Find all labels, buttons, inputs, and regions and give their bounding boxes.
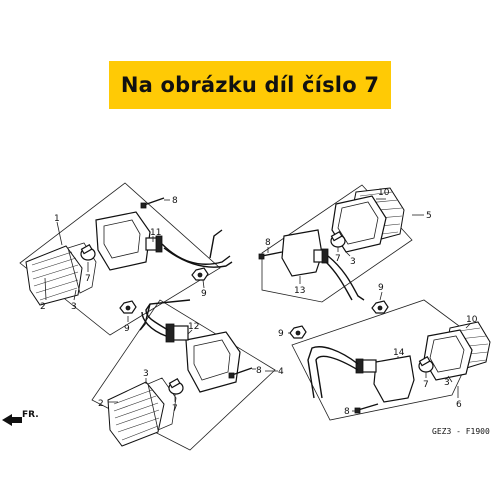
part-label-3: 3 (444, 378, 450, 388)
housing-14 (307, 346, 415, 403)
gasket-3-top-left (67, 242, 97, 294)
part-label-8: 8 (172, 196, 178, 206)
part-label-9: 9 (124, 324, 130, 334)
nut-9-top-right (371, 300, 389, 314)
bulb-7-top-right (330, 230, 346, 248)
part-label-3: 3 (71, 302, 77, 312)
part-label-8: 8 (256, 366, 262, 376)
part-label-7: 7 (335, 254, 341, 264)
assembly-outline-5 (261, 184, 413, 303)
lens-2-top-left (25, 245, 83, 306)
screw-8-bottom-right (354, 403, 379, 414)
banner-text: Na obrázku díl číslo 7 (120, 73, 380, 97)
gasket-3-bottom-left (147, 377, 177, 431)
part-label-10: 10 (466, 315, 478, 325)
assembly-bottom-left (91, 299, 278, 451)
assembly-top-right (258, 184, 424, 314)
screw-8-bottom-left (228, 367, 253, 379)
part-labels: 1 2 3 7 8 11 9 9 12 4 8 3 2 7 10 5 8 7 3… (40, 188, 478, 417)
screw-8-top-left (140, 197, 165, 209)
part-label-9: 9 (201, 289, 207, 299)
part-label-13: 13 (294, 286, 305, 296)
housing-11 (95, 211, 233, 271)
gasket-3-bottom-right (423, 329, 473, 381)
housing-13 (281, 229, 365, 301)
part-label-12: 12 (188, 322, 199, 332)
part-label-11: 11 (150, 228, 161, 238)
nut-9-bottom-left (119, 300, 137, 314)
part-label-3: 3 (143, 369, 149, 379)
part-label-7: 7 (423, 380, 429, 390)
assembly-outline-1 (19, 182, 221, 336)
nut-9-top-left (191, 267, 209, 281)
part-label-10: 10 (378, 188, 390, 198)
part-label-2: 2 (98, 399, 104, 409)
gasket-3-top-right (331, 195, 387, 253)
nut-9-bottom-right (289, 325, 307, 339)
part-label-14: 14 (393, 348, 405, 358)
diagram-code: GEZ3 - F1900 (432, 427, 490, 436)
part-label-3: 3 (350, 257, 356, 267)
assembly-outline-4 (91, 299, 276, 451)
front-marker-label: FR. (22, 410, 39, 420)
part-number-banner: Na obrázku díl číslo 7 (109, 61, 391, 109)
bulb-7-bottom-left (168, 377, 184, 395)
assembly-bottom-right (288, 299, 491, 421)
assembly-top-left (19, 182, 233, 336)
part-label-8: 8 (265, 238, 271, 248)
front-direction-marker: FR. (2, 410, 39, 426)
part-label-5: 5 (426, 211, 432, 221)
part-label-6: 6 (456, 400, 462, 410)
part-label-7: 7 (172, 404, 178, 414)
part-label-9: 9 (278, 329, 284, 339)
part-label-9: 9 (378, 283, 384, 293)
part-label-7: 7 (85, 274, 91, 284)
housing-12 (139, 299, 241, 393)
bulb-7-top-left (80, 243, 96, 261)
screw-8-top-right (258, 251, 283, 260)
part-label-4: 4 (278, 367, 284, 377)
lens-2-bottom-left (107, 381, 165, 447)
part-label-2: 2 (40, 302, 46, 312)
part-label-1: 1 (54, 214, 60, 224)
part-label-8: 8 (344, 407, 350, 417)
